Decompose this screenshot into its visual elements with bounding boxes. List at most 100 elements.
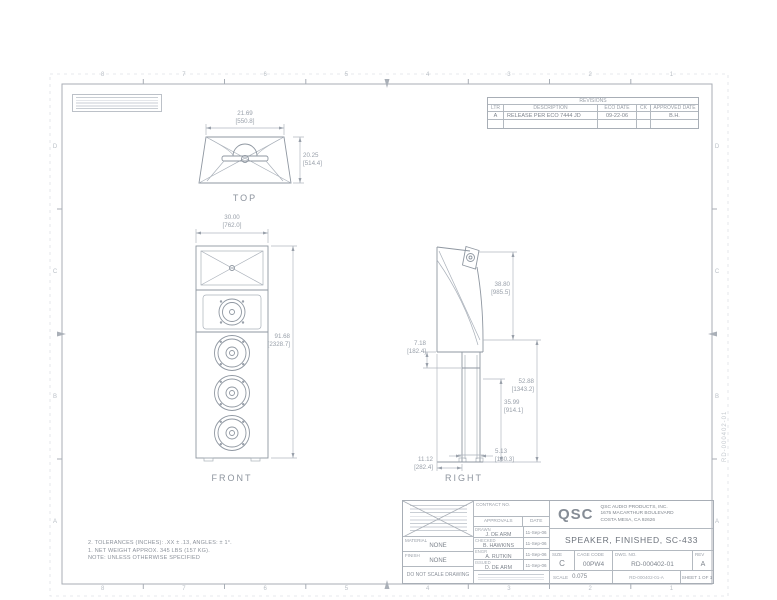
dim-right-b-in: 7.18 [414,340,427,347]
cage-code-cell: CAGE CODE 00PW4 [575,551,613,571]
revision-row-empty [488,120,698,128]
revision-column-headers: LTR DESCRIPTION ECO DATE CK APPROVED DAT… [488,105,698,112]
dim-right-b-mm: [182.4] [407,348,426,355]
approval-date: 11-Sep-06 [525,563,547,568]
tolerance-block-voided [403,501,474,537]
front-view-linework [195,245,269,462]
zone-letter: D [52,143,58,150]
size-cell: SIZE C [550,551,575,571]
front-view-dimensions: 30.00 [762.0] 91.68 [2328.7] [195,214,297,459]
zone-letter: B [714,393,719,400]
drawing-title: SPEAKER, FINISHED, SC-433 [550,529,713,551]
role-label: ISSUED [475,560,491,565]
role-label: DRAWN [475,527,491,532]
rev-ltr: A [488,112,504,119]
rev-label: REV [695,552,705,557]
right-view-dimensions: 38.80 [985.5] 7.18 [182.4] 52.88 [1343.2… [407,251,541,471]
size-value: C [559,559,565,568]
zone-number: 3 [507,586,511,592]
size-label: SIZE [552,552,563,557]
company-name: QSC AUDIO PRODUCTS, INC. [600,504,668,510]
company-address1: 1675 MACARTHUR BOULEVARD [600,511,674,517]
zone-letter: A [714,518,719,525]
right-view-linework [436,245,484,463]
approver-name: D. DE ARM [484,565,513,571]
rev-ck [637,112,651,119]
zone-letters-right: D C B A [712,84,722,584]
scale-value: 0.075 [572,574,588,580]
cage-code-label: CAGE CODE [577,552,605,557]
dim-right-f-mm: [130.3] [495,456,514,463]
title-block: MATERIAL NONE FINISH NONE DO NOT SCALE D… [402,500,714,584]
approval-date: 11-Sep-06 [525,552,547,557]
zone-letter: C [714,268,720,275]
top-view-label: TOP [233,193,257,203]
approval-row-issued: ISSUED D. DE ARM 11-Sep-06 [474,560,550,571]
approval-row-drawn: DRAWN J. DE ARM 11-Sep-06 [474,527,550,538]
cross-out-x [403,501,473,536]
zone-number: 1 [669,586,674,592]
approvals-label: APPROVALS [474,517,524,526]
dim-front-width-mm: [762.0] [223,222,242,229]
zone-numbers-top: 8 7 6 5 4 3 2 1 [62,72,712,83]
zone-letter: C [52,268,58,275]
zone-number: 6 [263,72,267,78]
approval-date: 11-Sep-06 [525,530,547,535]
contract-label: CONTRACT NO. [476,502,511,507]
zone-number: 2 [588,586,592,592]
dim-right-d-in: 35.99 [504,399,520,406]
dim-right-e-in: 11.12 [418,456,434,463]
dim-right-f-in: 5.13 [495,448,508,455]
dwg-no-label: DWG. NO. [615,552,637,557]
dim-front-height-in: 91.68 [275,333,291,340]
dim-top-depth-in: 20.25 [303,152,319,159]
dwg-no-cell: DWG. NO. RD-000402-01 [613,551,693,571]
zone-number: 3 [507,72,511,78]
note-line-1: 1. NET WEIGHT APPROX. 345 LBS (157 KG). [88,547,210,554]
approval-row-checked: CHECKED B. HAWKINS 11-Sep-06 [474,538,550,549]
zone-numbers-bottom: 8 7 6 5 4 3 2 1 [62,586,712,597]
microtext [76,97,158,109]
dim-right-c-mm: [1343.2] [512,386,535,393]
rev-description: RELEASE PER ECO 7444 JD [504,112,598,119]
zone-number: 8 [100,586,105,592]
sheet-border [49,73,729,597]
microtext [478,574,544,580]
zone-number: 7 [182,72,186,78]
contract-cell: CONTRACT NO. [474,501,550,517]
zone-number: 7 [182,586,186,592]
material-label: MATERIAL [405,538,428,543]
front-view-label: FRONT [212,473,253,483]
approval-row-engr: ENGR A. RUTKIN 11-Sep-06 [474,549,550,560]
revision-table: REVISIONS LTR DESCRIPTION ECO DATE CK AP… [487,97,699,129]
do-not-scale-cell: DO NOT SCALE DRAWING [403,567,474,583]
zone-number: 1 [669,72,674,78]
company-cell: QSC QSC AUDIO PRODUCTS, INC. 1675 MACART… [550,501,713,529]
col-ck: CK [637,105,651,111]
dim-right-c-in: 52.88 [519,378,535,385]
dim-top-width-in: 21.69 [237,110,253,117]
zone-letter: B [52,393,57,400]
zone-number: 5 [344,586,349,592]
sheet-cell: SHEET 1 OF 1 [681,574,713,580]
zone-number: 4 [425,586,430,592]
drawing-notes: 2. TOLERANCES (INCHES): .XX ± .13, ANGLE… [88,540,232,563]
role-label: ENGR [475,549,488,554]
dim-top-depth-mm: [514.4] [303,160,322,167]
approver-name: A. RUTKIN [485,554,512,560]
company-address2: COSTA MESA, CA 92626 [600,517,656,523]
rev-eco-date: 09-22-06 [598,112,637,119]
rev-cell: REV A [693,551,713,571]
dim-front-height-mm: [2328.7] [268,341,291,348]
file-cell: RD-000402-01-A [613,571,681,583]
right-view-label: RIGHT [445,473,483,483]
zone-letter: A [52,518,57,525]
scale-cell: SCALE 0.075 [550,571,613,583]
release-info-cell [474,571,550,583]
role-label: CHECKED [475,538,496,543]
dim-top-width-mm: [550.8] [236,118,255,125]
material-cell: MATERIAL NONE [403,537,474,552]
dim-right-a-mm: [985.5] [491,289,510,296]
material-value: NONE [429,543,447,549]
zone-number: 8 [100,72,105,78]
